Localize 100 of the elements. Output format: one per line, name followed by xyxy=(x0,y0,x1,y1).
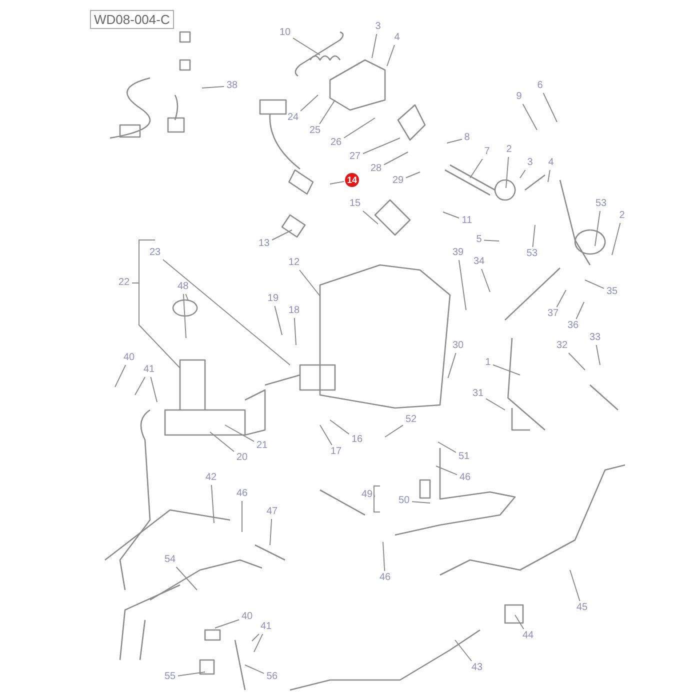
leader-line xyxy=(244,664,264,674)
leader-line xyxy=(532,224,536,248)
callout-number: 22 xyxy=(117,277,131,289)
leader-line xyxy=(584,280,604,289)
leader-line xyxy=(294,318,296,346)
leader-line xyxy=(185,294,188,300)
callout-number: 28 xyxy=(369,163,383,175)
leader-line xyxy=(274,306,282,336)
leader-line xyxy=(448,352,456,378)
leader-line xyxy=(224,424,254,442)
leader-line xyxy=(542,92,558,122)
callout-number: 24 xyxy=(286,112,300,124)
leader-line xyxy=(406,172,420,178)
callout-number: 41 xyxy=(259,621,273,633)
leader-line xyxy=(454,640,472,662)
callout-number: 33 xyxy=(588,332,602,344)
callout-number: 27 xyxy=(348,151,362,163)
callout-number: 35 xyxy=(605,286,619,298)
callout-number: 40 xyxy=(240,611,254,623)
leader-line xyxy=(210,484,214,524)
leader-line xyxy=(330,420,350,435)
callout-number: 18 xyxy=(287,305,301,317)
leader-line xyxy=(362,210,378,224)
leader-line xyxy=(484,240,500,242)
callout-number: 21 xyxy=(255,440,269,452)
leader-line xyxy=(458,260,466,310)
callout-number: 16 xyxy=(350,434,364,446)
callout-number: 37 xyxy=(546,308,560,320)
callout-number: 12 xyxy=(287,257,301,269)
leader-line xyxy=(299,270,320,296)
callout-number: 51 xyxy=(457,451,471,463)
leader-line xyxy=(114,364,126,388)
leader-line xyxy=(556,290,566,308)
callout-number: 13 xyxy=(257,238,271,250)
leader-line xyxy=(442,212,460,218)
leader-line xyxy=(436,466,458,476)
leader-line xyxy=(330,180,344,184)
callout-number: 15 xyxy=(348,198,362,210)
callout-number: 7 xyxy=(483,146,491,158)
callout-number: 54 xyxy=(163,554,177,566)
leader-line xyxy=(300,94,318,112)
leader-line xyxy=(570,570,580,602)
drawing-reference: WD08-004-C xyxy=(90,10,174,29)
callout-number: 50 xyxy=(397,495,411,507)
callout-number: 42 xyxy=(204,472,218,484)
leader-line xyxy=(384,152,408,166)
callout-number: 8 xyxy=(463,132,471,144)
leader-line xyxy=(384,424,404,438)
leader-line xyxy=(252,634,260,642)
leader-line xyxy=(520,170,526,178)
leader-line xyxy=(214,619,240,628)
leader-line xyxy=(382,542,386,572)
leader-line xyxy=(438,442,456,453)
leader-line xyxy=(596,344,600,366)
callout-number: 45 xyxy=(575,602,589,614)
leader-line xyxy=(374,486,380,512)
leader-line xyxy=(412,501,430,504)
callout-number: 32 xyxy=(555,340,569,352)
callout-number: 2 xyxy=(618,210,626,222)
callout-number: 3 xyxy=(526,157,534,169)
callout-number: 47 xyxy=(265,506,279,518)
callout-number: 48 xyxy=(176,281,190,293)
callout-number: 49 xyxy=(360,489,374,501)
leader-line xyxy=(344,118,376,138)
leader-line xyxy=(548,170,550,182)
callout-number: 11 xyxy=(460,215,474,227)
leader-line xyxy=(386,44,395,66)
leader-line xyxy=(178,672,206,676)
callout-number: 1 xyxy=(484,357,492,369)
leader-line xyxy=(202,86,224,88)
leader-line xyxy=(576,302,584,320)
callout-number: 46 xyxy=(235,488,249,500)
callout-number: 2 xyxy=(505,144,513,156)
callout-number: 4 xyxy=(393,32,401,44)
callout-number: 3 xyxy=(374,21,382,33)
leader-line xyxy=(446,138,462,144)
callout-number: 56 xyxy=(265,671,279,683)
callout-number: 20 xyxy=(235,452,249,464)
leader-line xyxy=(182,294,186,338)
callout-number: 6 xyxy=(536,80,544,92)
callout-number: 39 xyxy=(451,247,465,259)
leader-line xyxy=(132,240,180,368)
leader-line xyxy=(320,424,332,446)
callout-number: 46 xyxy=(378,572,392,584)
leader-line xyxy=(372,34,378,58)
leader-line xyxy=(270,518,272,546)
leader-line xyxy=(514,614,524,630)
callout-number: 38 xyxy=(225,80,239,92)
callout-number: 19 xyxy=(266,293,280,305)
leader-line xyxy=(612,222,621,256)
callout-number: 31 xyxy=(471,388,485,400)
callout-number: 34 xyxy=(472,256,486,268)
leader-line xyxy=(319,100,336,124)
callout-number: 5 xyxy=(475,234,483,246)
callout-number: 17 xyxy=(329,446,343,458)
callout-number: 30 xyxy=(451,340,465,352)
leader-line xyxy=(594,210,600,246)
leader-line xyxy=(492,364,520,376)
callout-number: 14 xyxy=(345,173,359,187)
callout-number: 53 xyxy=(525,248,539,260)
